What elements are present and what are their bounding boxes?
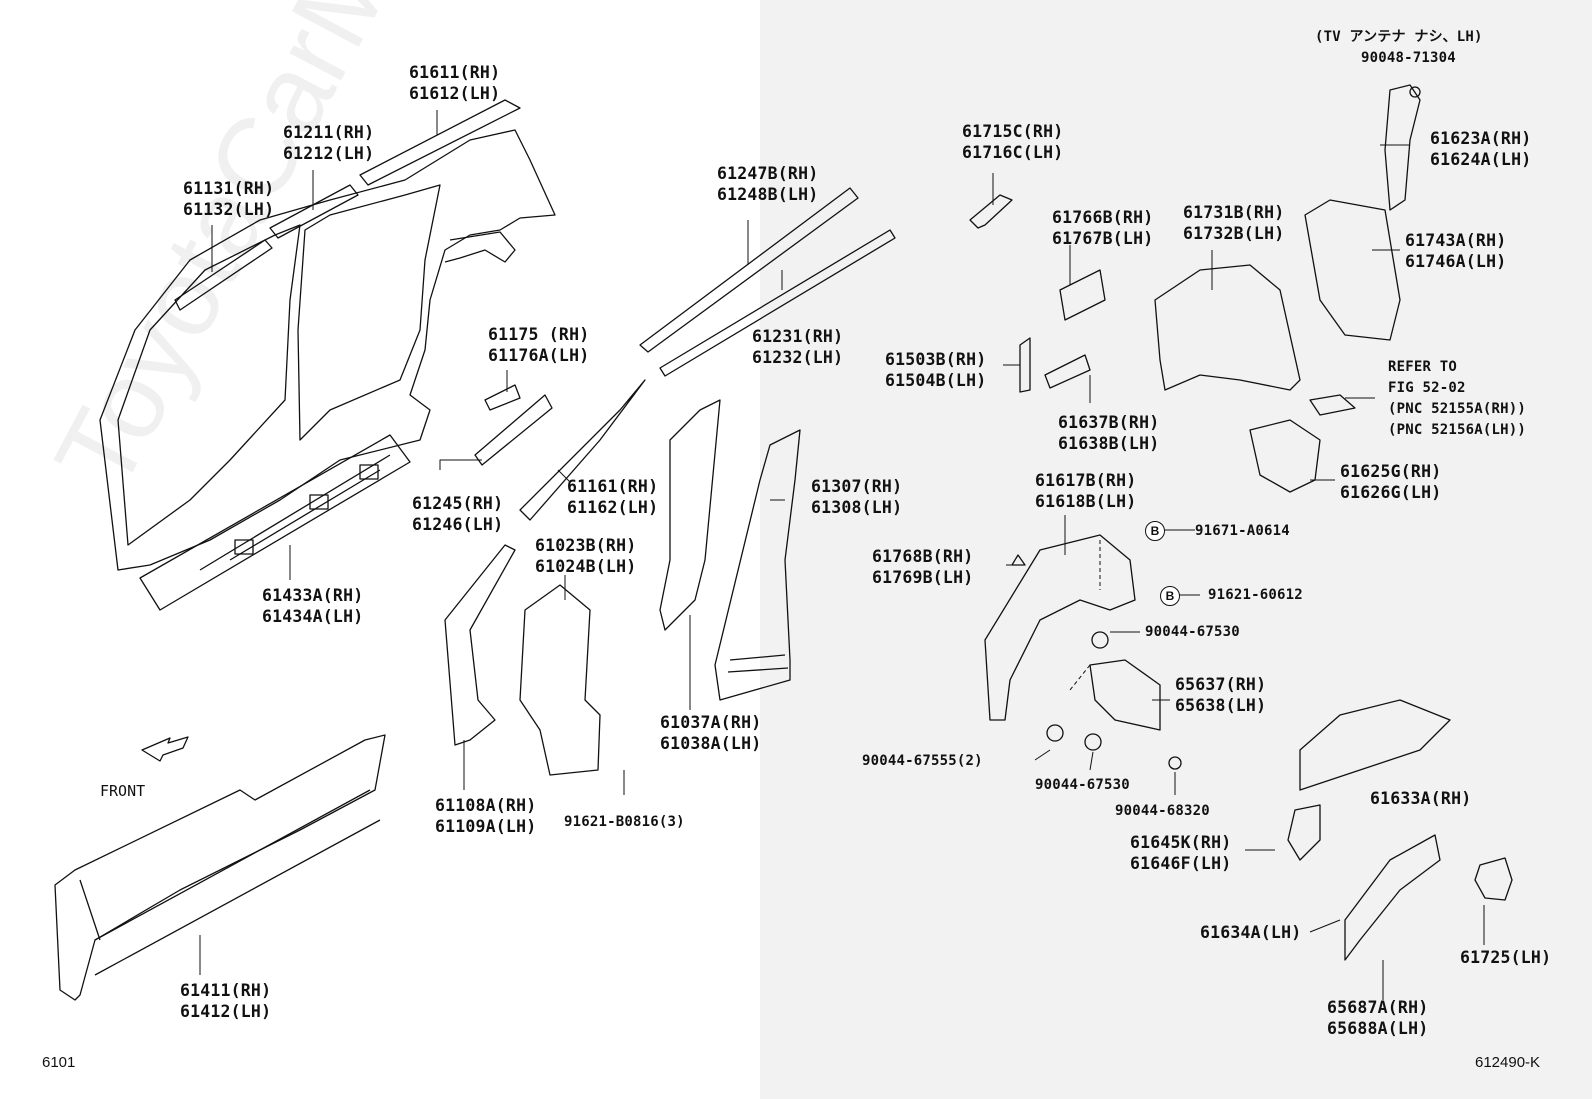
label-61743: 61743A(RH)61746A(LH) [1405, 231, 1507, 271]
label-61617: 61617B(RH)61618B(LH) [1035, 471, 1137, 511]
label-61411: 61411(RH)61412(LH) [180, 981, 272, 1021]
label-61766: 61766B(RH)61767B(LH) [1052, 208, 1154, 248]
leader-lines [199, 110, 1485, 1000]
label-61108: 61108A(RH)61109A(LH) [435, 796, 537, 836]
label-61307: 61307(RH)61308(LH) [811, 477, 903, 517]
front-label: FRONT [100, 782, 146, 800]
label-61245: 61245(RH)61246(LH) [412, 494, 504, 534]
label-61625: 61625G(RH)61626G(LH) [1340, 462, 1442, 502]
rear-quarter-parts [969, 84, 1513, 961]
body-side-outer-panel [99, 129, 556, 571]
label-61131: 61131(RH)61132(LH) [183, 179, 275, 219]
bolt-marker-b: B [1160, 586, 1180, 606]
label-61634: 61634A(LH) [1200, 923, 1302, 942]
label-61633: 61633A(RH) [1370, 789, 1472, 808]
label-90044-67530-b: 90044-67530 [1035, 777, 1130, 793]
label-61768: 61768B(RH)61769B(LH) [872, 547, 974, 587]
label-61623: 61623A(RH)61624A(LH) [1430, 129, 1532, 169]
bolt-marker-b: B [1145, 521, 1165, 541]
label-61637: 61637B(RH)61638B(LH) [1058, 413, 1160, 453]
label-61211: 61211(RH)61212(LH) [283, 123, 375, 163]
a-pillar-parts [444, 379, 646, 776]
label-61611: 61611(RH)61612(LH) [409, 63, 501, 103]
label-61731: 61731B(RH)61732B(LH) [1183, 203, 1285, 243]
roof-side-rails [174, 99, 896, 377]
label-61433: 61433A(RH)61434A(LH) [262, 586, 364, 626]
label-61725: 61725(LH) [1460, 948, 1552, 967]
diagram-id: 6101 [42, 1054, 76, 1071]
rocker-outer-panel [54, 734, 386, 1001]
label-90044-67555: 90044-67555(2) [862, 753, 983, 769]
label-90044-68320: 90044-68320 [1115, 803, 1210, 819]
label-91671: 91671-A0614 [1195, 523, 1290, 539]
label-61037: 61037A(RH)61038A(LH) [660, 713, 762, 753]
label-65637: 65637(RH)65638(LH) [1175, 675, 1267, 715]
label-61161: 61161(RH)61162(LH) [567, 477, 659, 517]
label-61503: 61503B(RH)61504B(LH) [885, 350, 987, 390]
label-91621-b0816: 91621-B0816(3) [564, 814, 685, 830]
right-panel-background [760, 0, 1592, 1099]
label-61645: 61645K(RH)61646F(LH) [1130, 833, 1232, 873]
rocker-inner-panel [139, 434, 411, 611]
label-61175: 61175 (RH)61176A(LH) [488, 325, 590, 365]
label-61715: 61715C(RH)61716C(LH) [962, 122, 1064, 162]
label-61247: 61247B(RH)61248B(LH) [717, 164, 819, 204]
label-91621-60612: 91621-60612 [1208, 587, 1303, 603]
label-61023: 61023B(RH)61024B(LH) [535, 536, 637, 576]
front-arrow [141, 736, 189, 762]
label-61231: 61231(RH)61232(LH) [752, 327, 844, 367]
label-90048-71304: (TV アンテナ ナシ、LH)90048-71304 [1315, 29, 1483, 66]
label-65687: 65687A(RH)65688A(LH) [1327, 998, 1429, 1038]
label-90044-67530-a: 90044-67530 [1145, 624, 1240, 640]
illustration-ref: 612490-K [1475, 1054, 1541, 1071]
b-pillar-parts [659, 399, 801, 701]
